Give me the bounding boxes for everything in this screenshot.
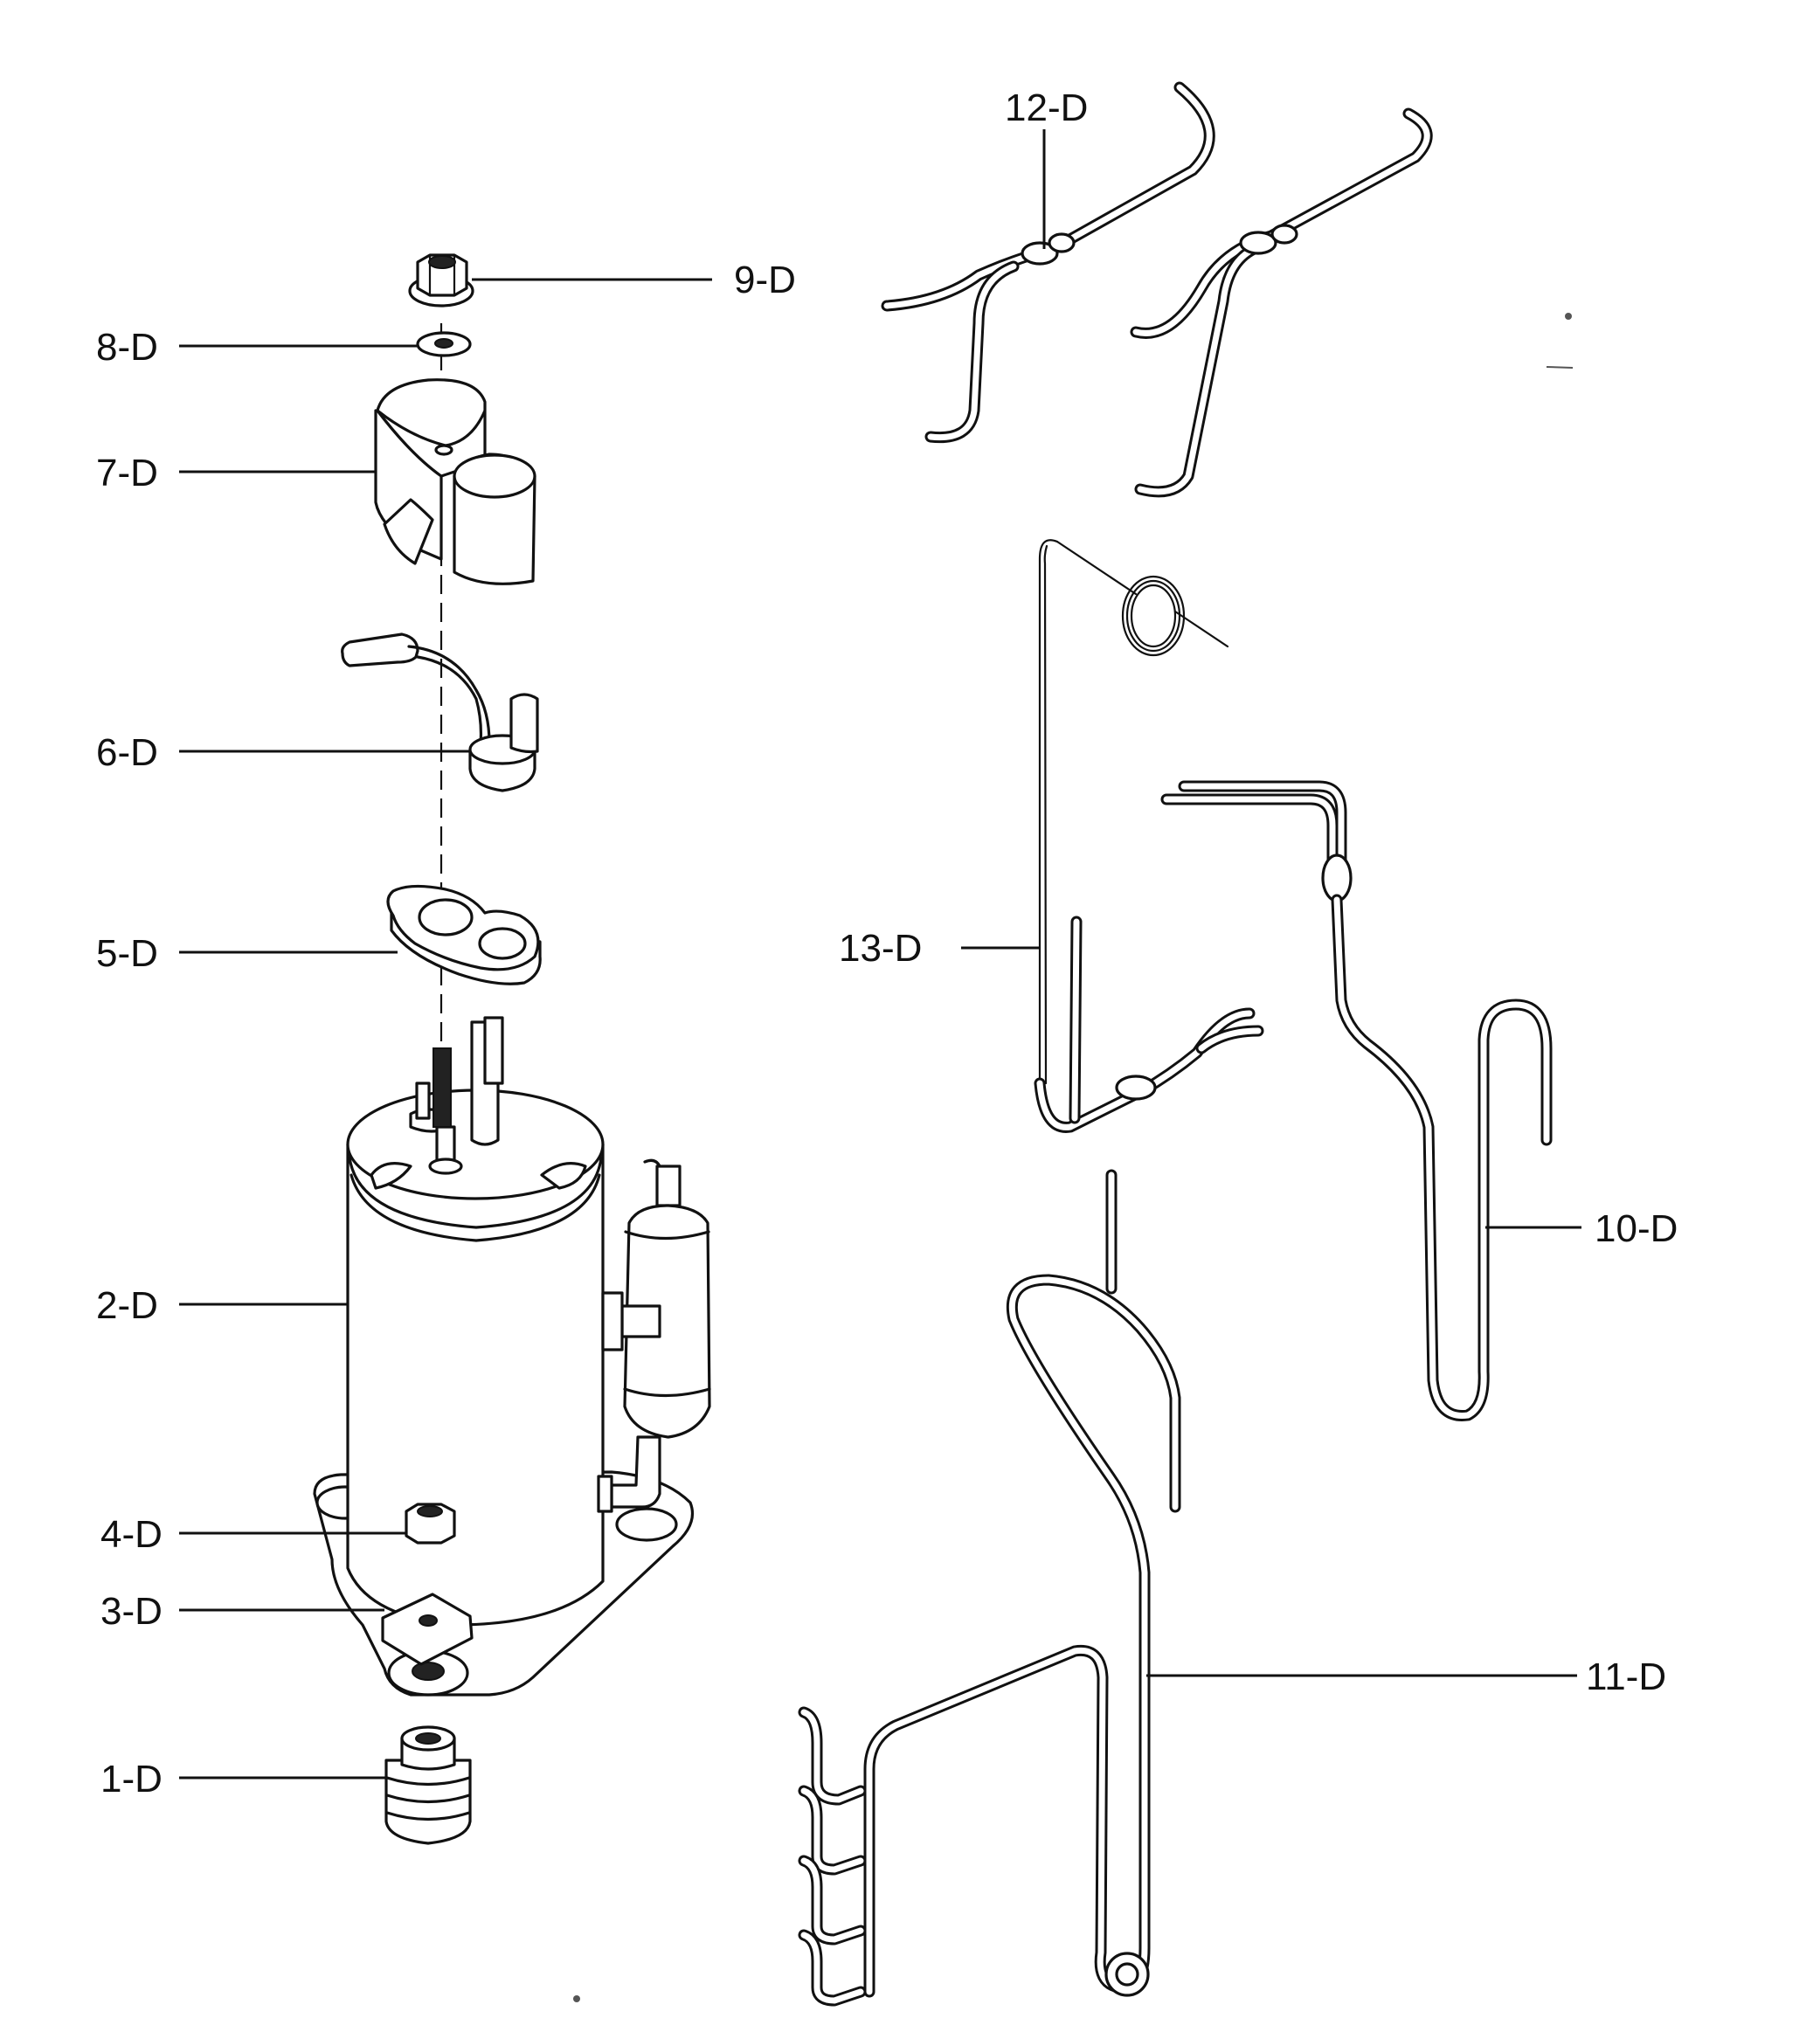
- rubber-grommet-part: [384, 1725, 472, 1845]
- distributor-tube-part: [881, 81, 1433, 498]
- terminal-gasket-part: [386, 884, 542, 985]
- callout-13-d: 13-D: [839, 927, 922, 970]
- capillary-tube-part: [1034, 539, 1264, 1133]
- callout-5-d: 5-D: [96, 932, 158, 975]
- callout-9-d: 9-D: [734, 259, 796, 301]
- terminal-cover-part: [374, 378, 536, 585]
- callout-8-d: 8-D: [96, 326, 158, 369]
- scan-speck: [1546, 366, 1574, 369]
- overload-protector-part: [341, 632, 539, 792]
- nut-part: [405, 1503, 456, 1545]
- compressor-part: [313, 1016, 711, 1697]
- callout-4-d: 4-D: [100, 1513, 163, 1556]
- discharge-tube-part: [798, 1169, 1181, 2007]
- callout-6-d: 6-D: [96, 731, 158, 774]
- scan-speck: [1565, 313, 1572, 320]
- scan-speck: [573, 1995, 580, 2002]
- flange-nut-part: [408, 253, 474, 308]
- callout-1-d: 1-D: [100, 1758, 163, 1800]
- callout-12-d: 12-D: [1005, 86, 1088, 129]
- callout-7-d: 7-D: [96, 452, 158, 494]
- callout-3-d: 3-D: [100, 1590, 163, 1633]
- callout-2-d: 2-D: [96, 1284, 158, 1327]
- callout-10-d: 10-D: [1595, 1207, 1678, 1250]
- bracket-washer-part: [381, 1593, 474, 1666]
- washer-part: [416, 331, 472, 357]
- connecting-tube-part: [1160, 780, 1553, 1421]
- callout-11-d: 11-D: [1586, 1655, 1666, 1698]
